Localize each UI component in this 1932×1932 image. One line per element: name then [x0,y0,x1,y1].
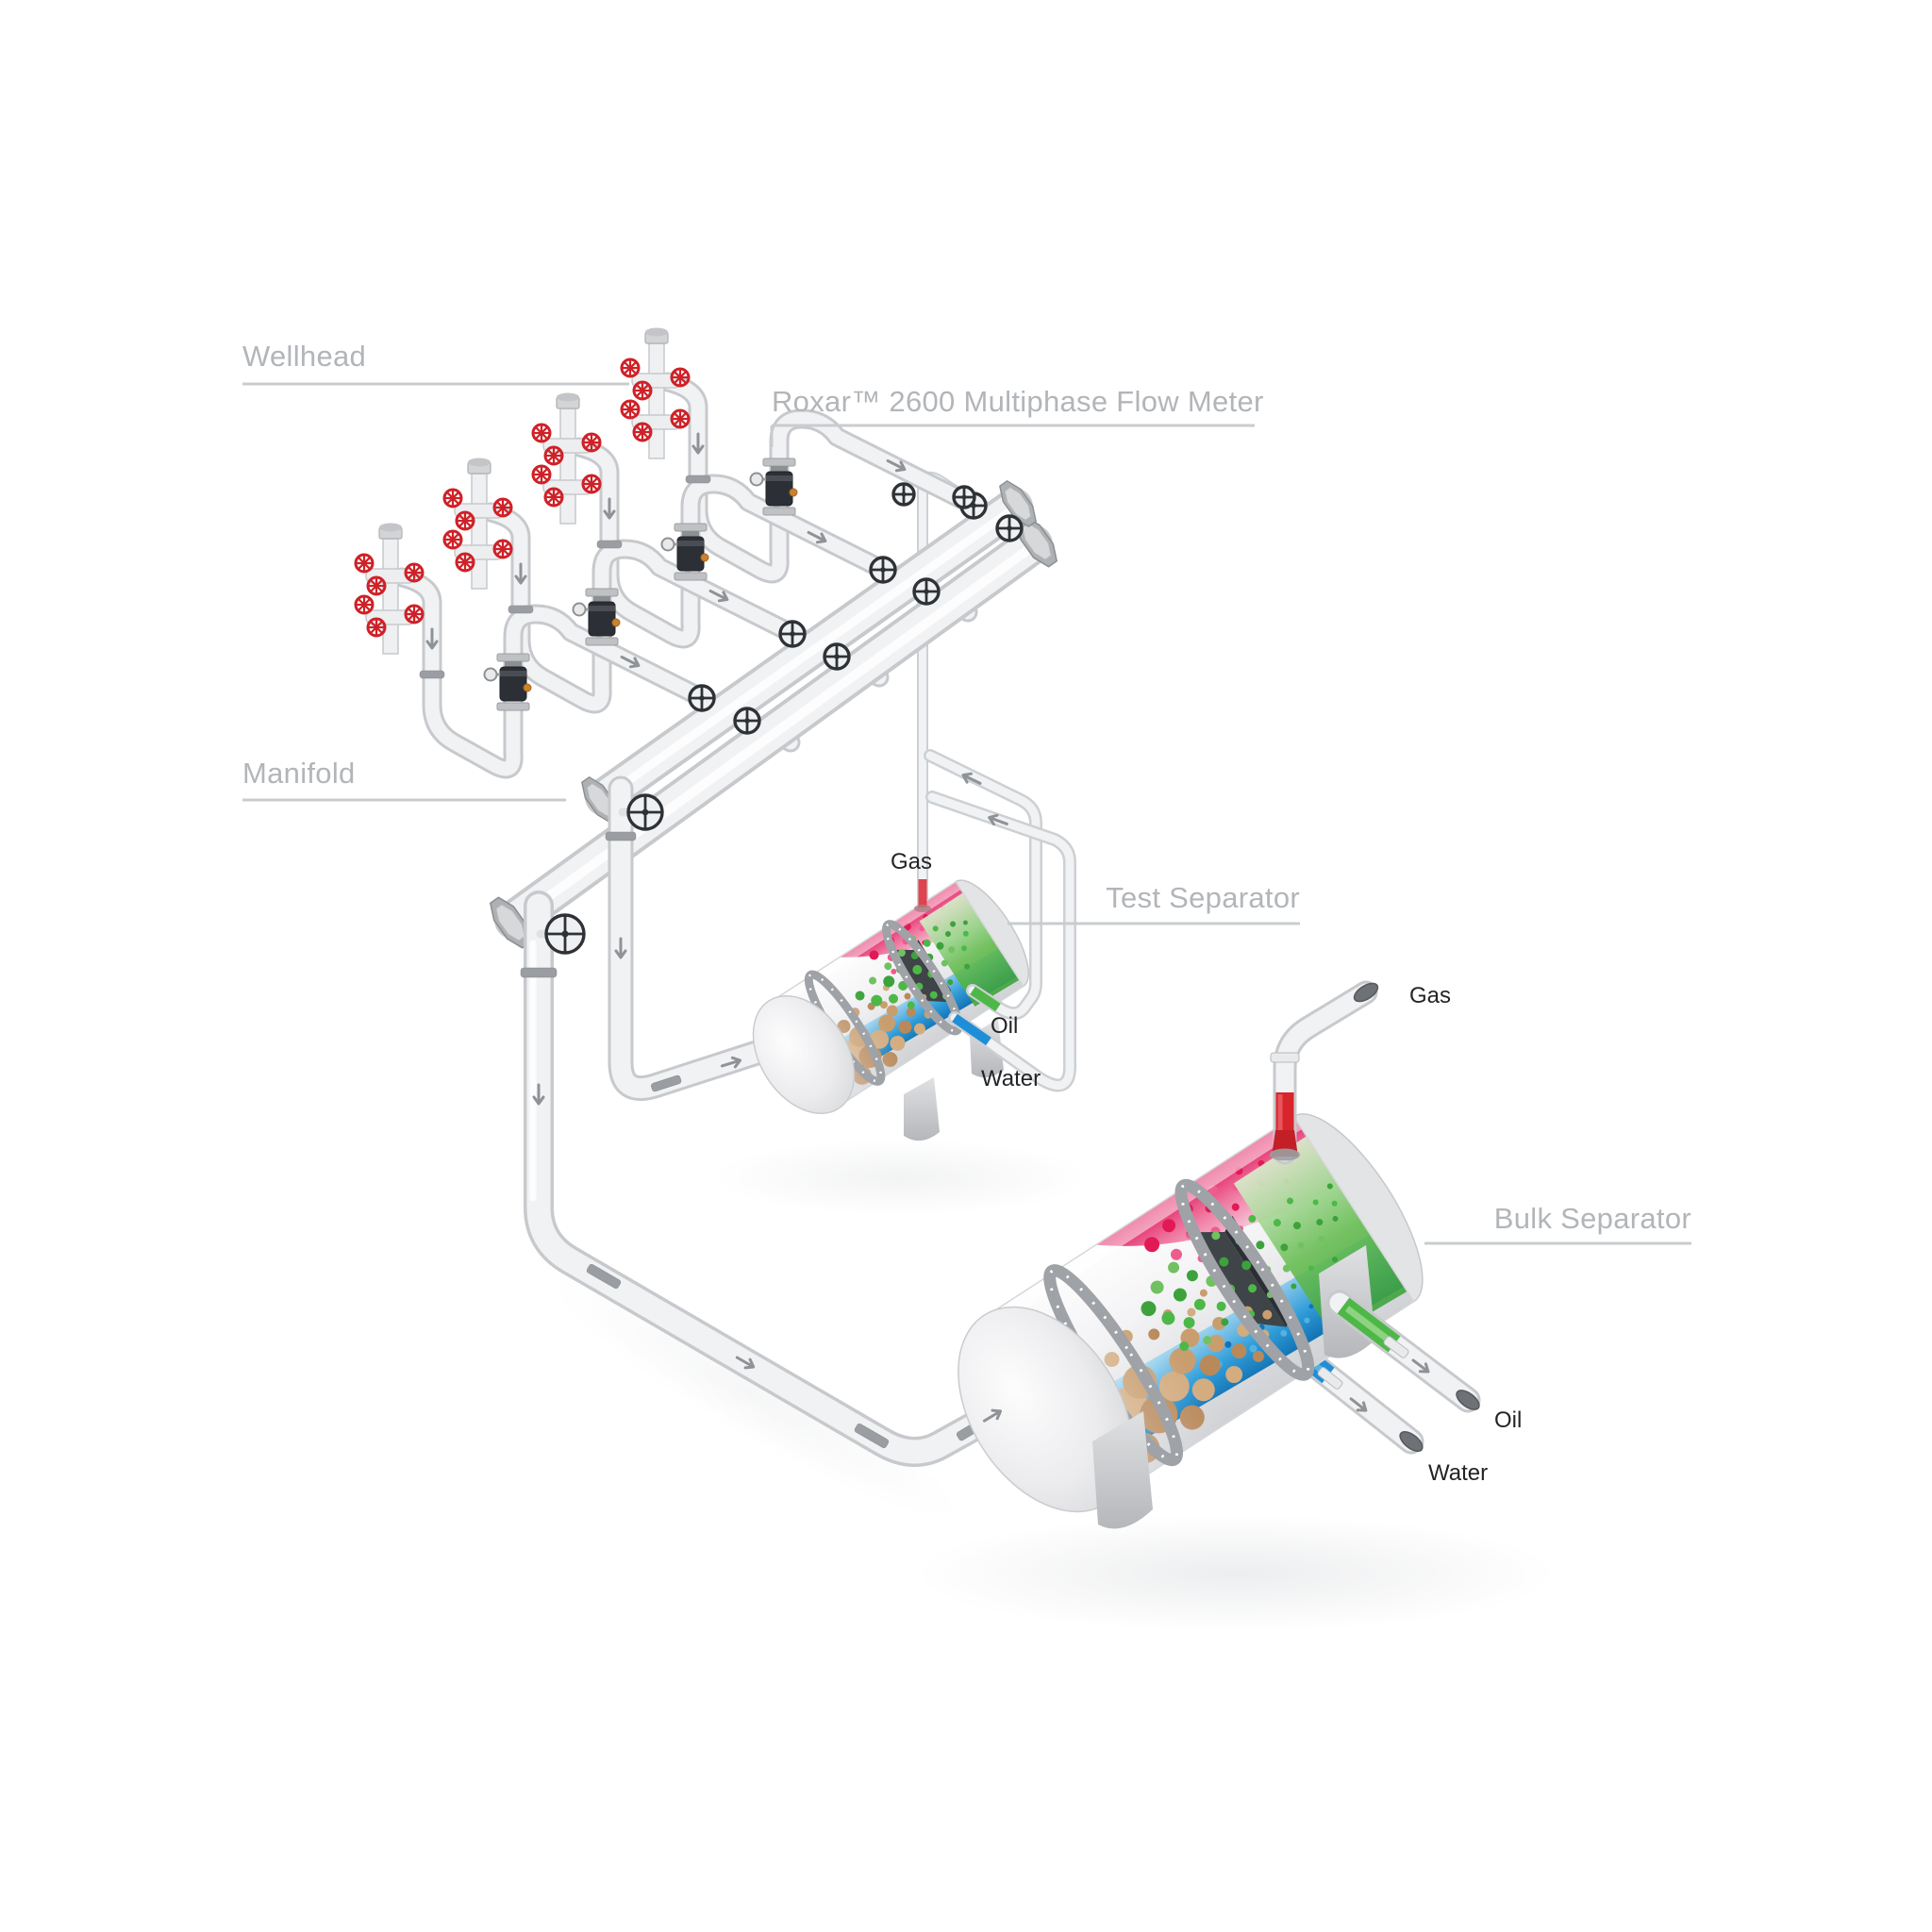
label-test-oil: Oil [991,1013,1019,1039]
valve-wheel [869,556,897,584]
flow-meter-2 [660,523,709,581]
label-test-gas: Gas [891,849,933,874]
label-test-water: Water [981,1066,1041,1091]
wellheads [354,327,691,655]
multiphase-flow-meters [483,458,798,711]
wellhead-2 [531,392,602,525]
valve-wheel-production-header [544,913,586,955]
bulk-gas-outlet-pipe [1270,980,1379,1165]
wellhead-1 [620,327,691,459]
valve-wheel [995,514,1024,542]
test-separator [752,879,1030,1141]
bulk-oil-outlet-pipe [1326,1290,1481,1413]
label-test-separator: Test Separator [1106,881,1300,914]
well-branch-pipes [391,372,1044,779]
callout-lines [242,382,1691,1245]
flow-meter-3 [572,588,621,646]
ground-shadows [549,1140,1557,1632]
label-bulk-oil: Oil [1494,1407,1523,1433]
valve-wheel [733,707,761,735]
valve-wheel-return-line [891,482,916,507]
main-flow-pipe [520,891,1041,1467]
flow-meter-1 [749,458,798,516]
label-flow-meter: Roxar™ 2600 Multiphase Flow Meter [772,385,1264,418]
wellhead-3 [442,458,513,590]
pipeline-valves [544,482,1024,955]
label-wellhead: Wellhead [242,340,367,373]
wellhead-4 [354,523,425,655]
valve-wheel [778,620,807,648]
label-bulk-separator: Bulk Separator [1493,1202,1691,1235]
label-manifold: Manifold [242,757,356,790]
label-bulk-gas: Gas [1409,983,1452,1008]
test-separator-water-return-pipe [925,791,1077,1092]
test-separator-gas-outlet [914,879,931,912]
valve-wheel [688,684,716,712]
bulk-separator-leg [1092,1411,1153,1529]
flow-meter-4 [483,653,532,711]
valve-wheel [823,642,851,671]
test-separator-oil-return-pipe [924,749,1042,1021]
test-separator-leg [904,1077,940,1141]
valve-wheel-test-header [626,793,664,831]
label-bulk-water: Water [1428,1460,1489,1486]
flow-arrows [425,432,1430,1423]
valve-wheel [912,577,941,606]
valve-wheel-return-line [952,485,976,509]
